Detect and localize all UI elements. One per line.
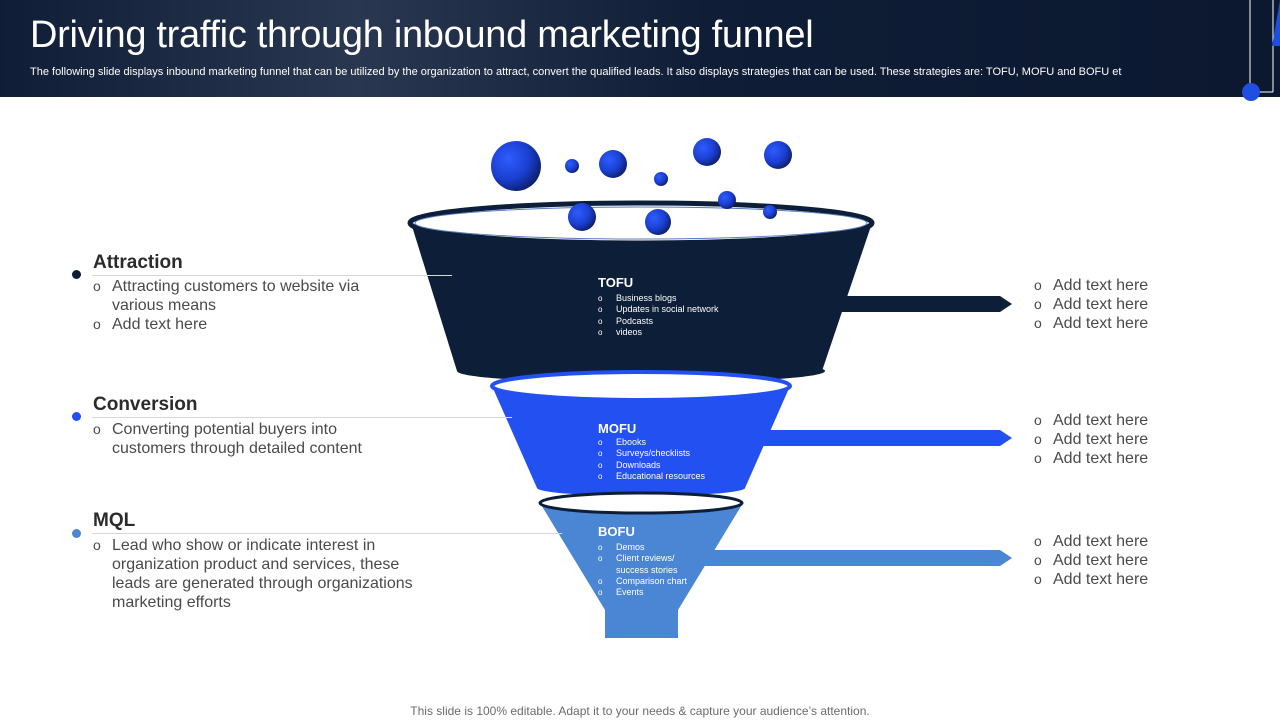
list-item: Add text here: [1034, 430, 1148, 449]
list-item: Attracting customers to website via vari…: [93, 277, 383, 315]
ball: [565, 159, 579, 173]
list-item: Lead who show or indicate interest in or…: [93, 536, 433, 612]
tofu-items: Business blogs Updates in social network…: [598, 293, 719, 338]
list-item: Add text here: [1034, 449, 1148, 468]
mofu-notes: Add text here Add text here Add text her…: [1034, 411, 1148, 468]
bofu-section: [540, 503, 743, 638]
bofu-arrow: [690, 550, 1012, 566]
bofu-label: BOFU: [598, 524, 635, 539]
list-item: Surveys/checklists: [598, 448, 705, 460]
list-item: Add text here: [1034, 295, 1148, 314]
tofu-label: TOFU: [598, 275, 634, 290]
list-item: Add text here: [1034, 532, 1148, 551]
page-title: Driving traffic through inbound marketin…: [30, 14, 814, 56]
mofu-rim: [490, 370, 792, 402]
list-item: success stories: [616, 564, 678, 575]
ball: [763, 205, 777, 219]
list-item: Demos: [598, 542, 687, 554]
mofu-arrow: [740, 430, 1012, 446]
corner-decoration: [1249, 0, 1280, 93]
mofu-items: Ebooks Surveys/checklists Downloads Educ…: [598, 437, 705, 482]
bofu-items: Demos Client reviews/ success stories Co…: [598, 542, 687, 599]
ball: [718, 191, 736, 209]
attraction-title: Attraction: [93, 252, 183, 273]
attraction-dot: [72, 270, 81, 279]
list-item: videos: [598, 327, 719, 339]
list-item: Comparison chart: [598, 576, 687, 588]
list-item: Add text here: [1034, 551, 1148, 570]
mofu-label: MOFU: [598, 421, 637, 436]
bofu-rim: [538, 491, 744, 515]
list-item: Educational resources: [598, 471, 705, 483]
mql-bullets: Lead who show or indicate interest in or…: [93, 536, 433, 612]
attraction-divider: [92, 275, 452, 276]
ball: [491, 141, 541, 191]
list-item: Downloads: [598, 460, 705, 472]
list-item: Events: [598, 587, 687, 599]
mql-dot: [72, 529, 81, 538]
header-banner: Driving traffic through inbound marketin…: [0, 0, 1280, 97]
list-item: Add text here: [1034, 411, 1148, 430]
mql-title: MQL: [93, 510, 136, 531]
tofu-rim: [407, 200, 875, 246]
list-item: Converting potential buyers into custome…: [93, 420, 378, 458]
mql-divider: [92, 533, 562, 534]
footer-note: This slide is 100% editable. Adapt it to…: [410, 704, 870, 718]
tofu-notes: Add text here Add text here Add text her…: [1034, 276, 1148, 333]
ball: [599, 150, 627, 178]
list-item: Ebooks: [598, 437, 705, 449]
list-item: Updates in social network: [598, 304, 719, 316]
corner-dot: [1242, 83, 1260, 101]
ball: [693, 138, 721, 166]
conversion-bullets: Converting potential buyers into custome…: [93, 420, 378, 458]
ball: [568, 203, 596, 231]
ball: [764, 141, 792, 169]
conversion-divider: [92, 417, 512, 418]
ball: [654, 172, 668, 186]
bofu-notes: Add text here Add text here Add text her…: [1034, 532, 1148, 589]
ball: [645, 209, 671, 235]
list-item: Add text here: [1034, 314, 1148, 333]
list-item: Podcasts: [598, 316, 719, 328]
list-item: Add text here: [93, 315, 383, 334]
conversion-dot: [72, 412, 81, 421]
list-item: Business blogs: [598, 293, 719, 305]
page-subtitle: The following slide displays inbound mar…: [30, 66, 1122, 78]
attraction-bullets: Attracting customers to website via vari…: [93, 277, 383, 334]
list-item: Client reviews/: [598, 553, 687, 565]
list-item: Add text here: [1034, 570, 1148, 589]
conversion-title: Conversion: [93, 394, 198, 415]
list-item: Add text here: [1034, 276, 1148, 295]
